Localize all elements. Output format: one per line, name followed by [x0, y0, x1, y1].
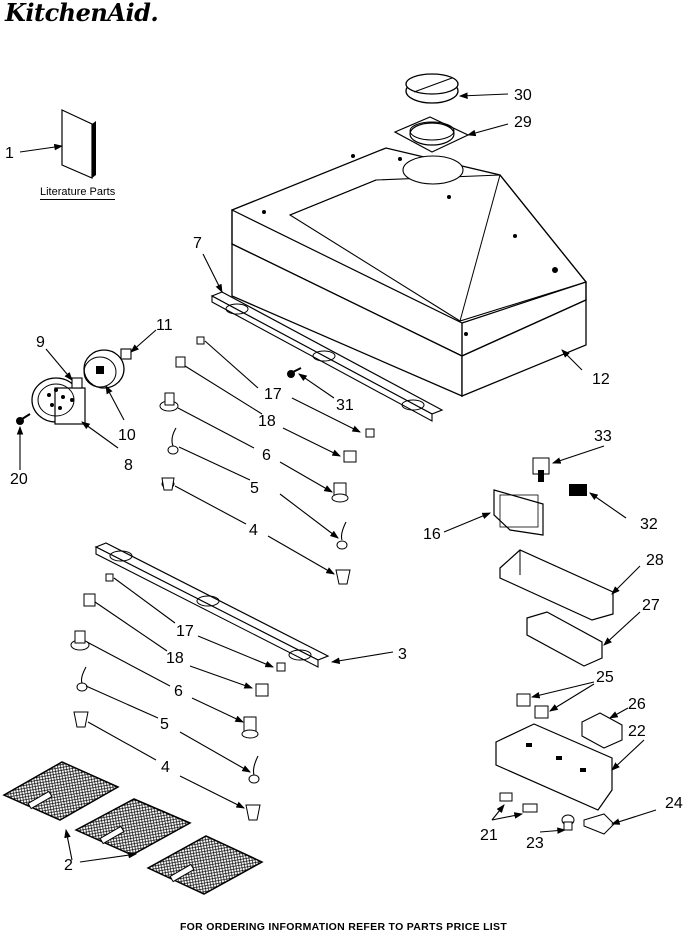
upper-bracket-rail	[210, 291, 444, 422]
footer-note: FOR ORDERING INFORMATION REFER TO PARTS …	[179, 921, 508, 933]
callout-18-lower: 18	[166, 650, 184, 667]
callout-11: 11	[156, 317, 173, 334]
leader-lines	[16, 92, 657, 863]
callout-30: 30	[514, 87, 532, 104]
callout-22: 22	[628, 723, 646, 740]
callout-24: 24	[665, 795, 683, 812]
wheel-nut	[120, 348, 132, 360]
sockets-25	[516, 693, 549, 719]
callout-33: 33	[594, 428, 612, 445]
switch-33	[532, 457, 550, 482]
upper-small-parts	[159, 336, 375, 585]
lower-small-parts	[70, 573, 286, 821]
lower-bracket-rail	[94, 542, 330, 668]
callout-3: 3	[398, 646, 407, 663]
duct-collar	[405, 73, 459, 104]
brand-logo: KitchenAid.	[5, 0, 159, 27]
light-bracket	[495, 723, 613, 811]
grease-filters	[2, 761, 264, 895]
callout-21: 21	[480, 827, 498, 844]
callout-16: 16	[423, 526, 441, 543]
callout-32: 32	[640, 516, 658, 533]
callout-25: 25	[596, 669, 614, 686]
callout-26: 26	[628, 696, 646, 713]
knob-23	[561, 814, 575, 831]
callout-numbers: 1 2 3 4 4 5 5 6 6 7 8 9 10 11 12 16 17 1…	[5, 87, 683, 874]
blower-wheel	[83, 349, 125, 389]
mounting-screw	[16, 413, 31, 425]
callout-29: 29	[514, 114, 532, 131]
callout-20: 20	[10, 471, 28, 488]
switch-24	[583, 813, 615, 835]
callout-6-upper: 6	[262, 447, 271, 464]
light-housing	[499, 549, 614, 621]
callout-4-upper: 4	[249, 522, 258, 539]
terminal-26	[581, 712, 623, 749]
motor-nut	[71, 377, 83, 389]
callout-17-upper: 17	[264, 386, 282, 403]
callout-10: 10	[118, 427, 136, 444]
callout-23: 23	[526, 835, 544, 852]
callout-12: 12	[592, 371, 610, 388]
screw-31	[287, 367, 302, 378]
callout-5-upper: 5	[250, 480, 259, 497]
callout-6-lower: 6	[174, 683, 183, 700]
callout-17-lower: 17	[176, 623, 194, 640]
clips-21	[499, 792, 538, 813]
callout-7: 7	[193, 235, 202, 252]
callout-27: 27	[642, 597, 660, 614]
callout-5-lower: 5	[160, 716, 169, 733]
callout-18-upper: 18	[258, 413, 276, 430]
callout-9: 9	[36, 334, 45, 351]
callout-1: 1	[5, 145, 14, 162]
callout-2: 2	[64, 857, 73, 874]
callout-28: 28	[646, 552, 664, 569]
connector-32	[569, 484, 587, 496]
callout-4-lower: 4	[161, 759, 170, 776]
hood-body	[231, 147, 587, 397]
callout-31: 31	[336, 397, 354, 414]
control-panel	[493, 489, 544, 536]
blower-housing	[31, 377, 86, 425]
literature-booklet	[61, 109, 96, 179]
callout-8: 8	[124, 457, 133, 474]
light-lens	[526, 611, 603, 667]
literature-parts-label: Literature Parts	[40, 186, 116, 200]
damper-plate	[393, 116, 470, 153]
